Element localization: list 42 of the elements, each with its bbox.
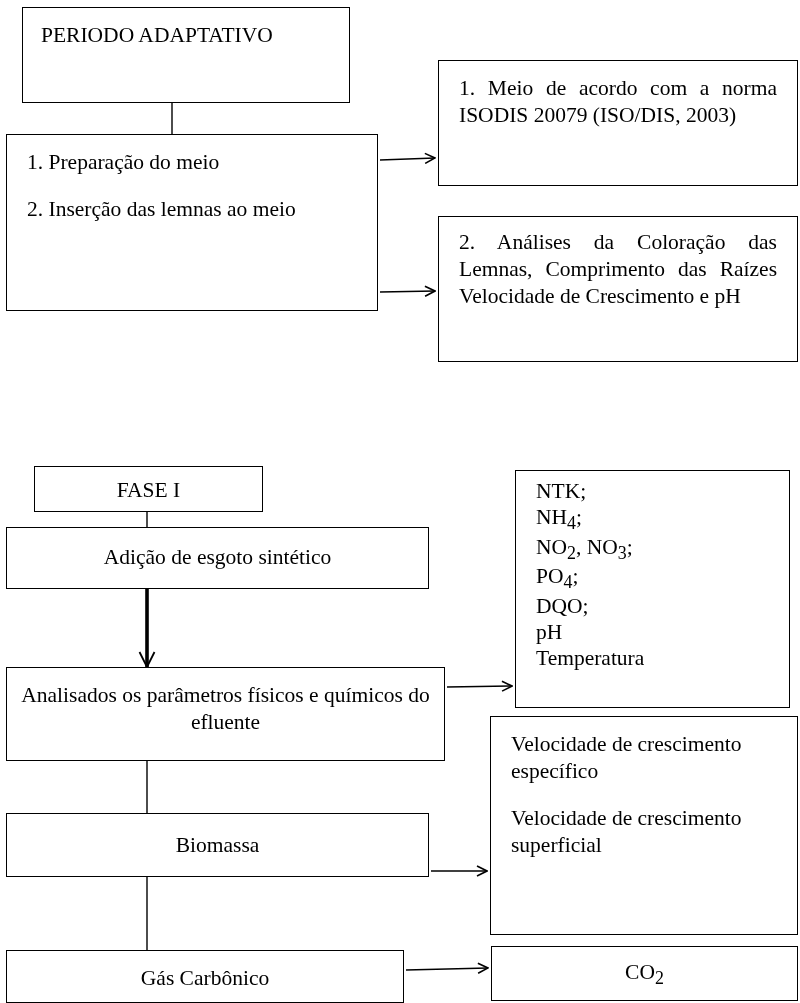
arrow <box>379 152 436 165</box>
box-text: NTK; <box>536 479 588 505</box>
box-text: 2. Inserção das lemnas ao meio <box>27 195 297 223</box>
arrow <box>405 962 489 975</box>
process-box <box>6 813 429 877</box>
box-text: NO$_{2}$, NO$_{3}$; <box>536 534 634 565</box>
box-text: 2. Análises da Coloração das Lemnas, Comprimento das Raízes Velocidade de Crescimento e pH <box>459 229 777 310</box>
process-box <box>6 950 404 1003</box>
box-text: 1. Meio de acordo com a norma ISODIS 20079 (ISO/DIS, 2003) <box>459 75 777 129</box>
connector-line <box>146 511 148 528</box>
box-text: PO$_{4}$; <box>536 564 580 595</box>
arrow <box>430 865 488 877</box>
process-box <box>6 667 445 761</box>
process-box <box>6 527 429 589</box>
box-text: FASE I <box>115 477 182 504</box>
arrow <box>379 285 436 297</box>
connector-line <box>171 102 173 135</box>
box-text: PERIODO ADAPTATIVO <box>41 22 274 49</box>
connector-line <box>146 876 148 951</box>
arrow <box>138 589 156 668</box>
connector-line <box>146 760 148 814</box>
box-text: Biomassa <box>174 832 261 859</box>
process-box <box>22 7 350 103</box>
process-box <box>490 716 798 935</box>
box-text: Velocidade de crescimento específico <box>511 731 743 785</box>
arrow <box>446 680 513 692</box>
process-box <box>515 470 790 708</box>
process-box <box>438 216 798 362</box>
box-text: NH$_{4}$; <box>536 504 583 535</box>
box-text: Adição de esgoto sintético <box>102 544 333 571</box>
process-box <box>438 60 798 186</box>
box-text: 1. Preparação do meio <box>27 149 221 176</box>
box-text: pH <box>536 620 564 646</box>
box-text: Velocidade de crescimento superficial <box>511 804 743 859</box>
process-box <box>491 946 798 1001</box>
process-box <box>34 466 263 512</box>
process-box <box>6 134 378 311</box>
box-text: CO$_{2}$ <box>624 959 665 990</box>
box-text: Analisados os parâmetros físicos e químicos do efluente <box>20 682 431 736</box>
box-text: Gás Carbônico <box>139 965 271 992</box>
box-text: Temperatura <box>536 645 646 672</box>
box-text: DQO; <box>536 594 590 620</box>
